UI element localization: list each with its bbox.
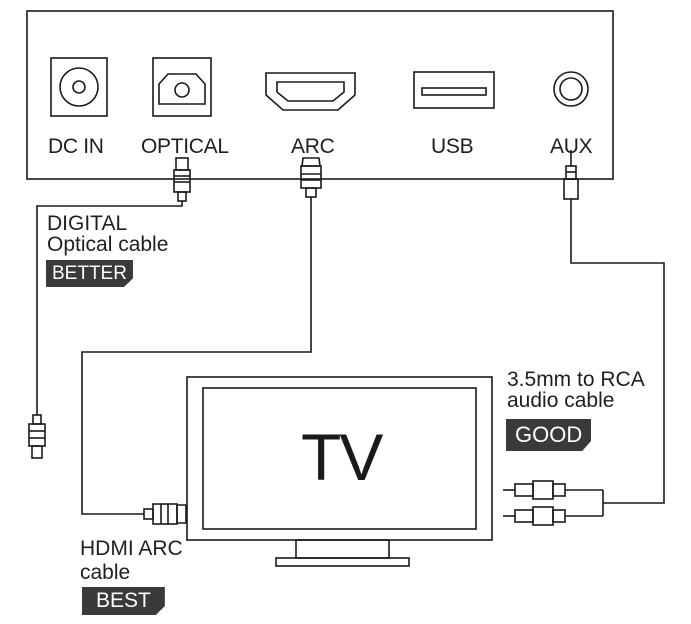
optical-cable-caption-line1: DIGITAL bbox=[47, 212, 128, 235]
rca-rating-badge: GOOD bbox=[506, 419, 591, 451]
port-label-arc: ARC bbox=[291, 135, 335, 158]
hdmi-rating-badge: BEST bbox=[82, 587, 165, 615]
hdmi-cable-line bbox=[81, 197, 312, 515]
soundbar-panel bbox=[26, 10, 614, 180]
port-label-optical: OPTICAL bbox=[141, 135, 229, 158]
rca-plug-right-icon bbox=[503, 506, 566, 526]
rca-cable-caption-line1: 3.5mm to RCA bbox=[507, 368, 645, 391]
hdmi-plug-tv-icon bbox=[143, 503, 187, 525]
hdmi-cable-caption-line1: HDMI ARC bbox=[80, 537, 183, 560]
port-label-aux: AUX bbox=[550, 135, 593, 158]
optical-rating-badge: BETTER bbox=[46, 260, 133, 287]
hdmi-plug-top-icon bbox=[300, 157, 322, 198]
rca-cable-caption-line2: audio cable bbox=[507, 389, 615, 412]
usb-port-icon bbox=[413, 71, 495, 109]
rca-cable-line bbox=[570, 199, 665, 504]
port-label-usb: USB bbox=[431, 135, 474, 158]
optical-cable-caption-line2: Optical cable bbox=[47, 233, 169, 256]
tv-icon bbox=[186, 376, 493, 567]
aux-port-icon bbox=[553, 71, 589, 107]
optical-port-icon bbox=[152, 57, 212, 117]
hdmi-arc-port-icon bbox=[265, 72, 356, 111]
optical-plug-bottom-icon bbox=[28, 414, 46, 459]
port-label-dc-in: DC IN bbox=[48, 135, 104, 158]
rca-plug-left-icon bbox=[503, 480, 566, 500]
tv-label: TV bbox=[301, 420, 383, 494]
hdmi-cable-caption-line2: cable bbox=[80, 561, 131, 584]
dc-in-port-icon bbox=[50, 57, 108, 117]
optical-cable-line bbox=[36, 201, 183, 415]
